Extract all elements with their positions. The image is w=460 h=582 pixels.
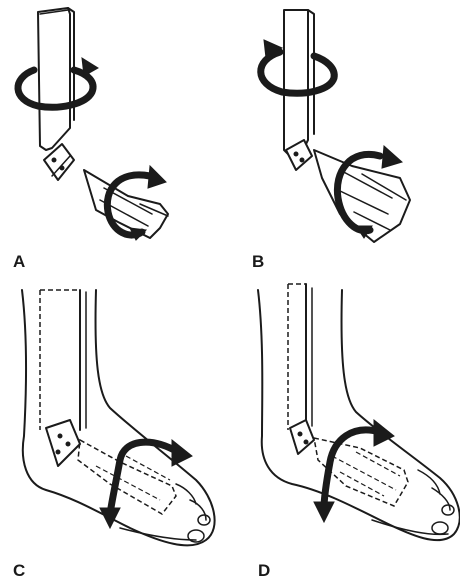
hinge-icon xyxy=(290,420,314,454)
panel-d xyxy=(258,284,460,540)
upright-bar xyxy=(288,284,312,430)
upright-bar xyxy=(40,290,86,430)
panel-c xyxy=(22,290,215,545)
rotation-arrow-icon xyxy=(100,440,192,528)
panel-label-a: A xyxy=(13,252,25,272)
panel-label-d: D xyxy=(258,561,270,581)
leg-outline xyxy=(22,290,215,545)
upright-bar xyxy=(38,8,74,150)
panel-label-c: C xyxy=(13,561,25,581)
hinge-icon xyxy=(46,420,80,466)
panel-a xyxy=(18,8,168,240)
panel-label-b: B xyxy=(252,252,264,272)
upright-bar xyxy=(284,10,314,156)
panel-b xyxy=(261,10,410,242)
